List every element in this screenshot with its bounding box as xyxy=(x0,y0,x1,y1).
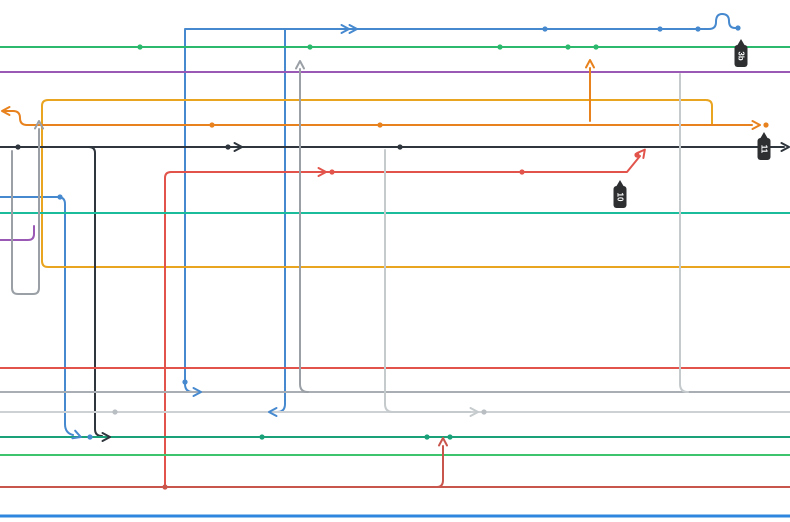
direction-arrow-icon xyxy=(340,24,350,34)
direction-arrow-icon xyxy=(34,120,44,130)
badge-label: 11 xyxy=(760,145,769,154)
station-dot xyxy=(763,122,769,128)
line-blue-drop-285 xyxy=(276,29,286,413)
direction-arrow-icon xyxy=(101,432,111,442)
station-dot xyxy=(87,434,93,440)
badge-pointer-icon xyxy=(616,180,624,186)
direction-arrow-icon xyxy=(192,387,202,397)
line-badge-10: 10 xyxy=(613,180,627,208)
station-dot xyxy=(182,379,188,385)
station-dot xyxy=(377,122,383,128)
station-dot xyxy=(542,26,548,32)
direction-arrow-icon xyxy=(751,120,761,130)
station-dot xyxy=(565,44,571,50)
station-dot xyxy=(657,26,663,32)
station-dot xyxy=(112,409,118,415)
direction-arrow-icon xyxy=(233,142,243,152)
direction-arrow-icon xyxy=(636,148,646,160)
station-dot xyxy=(695,26,701,32)
station-dot xyxy=(307,44,313,50)
station-dot xyxy=(225,144,231,150)
line-purple-stub xyxy=(0,225,35,241)
station-dot xyxy=(447,434,453,440)
line-red-up-443 xyxy=(436,445,444,488)
station-dot xyxy=(735,25,741,31)
badge-body xyxy=(734,45,748,67)
direction-arrow-icon xyxy=(348,24,358,34)
line-red-main xyxy=(164,155,641,488)
badge-label: 10 xyxy=(616,193,625,202)
direction-arrow-icon xyxy=(268,407,278,417)
line-blue-left-spur xyxy=(0,196,74,436)
station-dot xyxy=(137,44,143,50)
line-amber xyxy=(41,99,790,268)
station-dot xyxy=(634,152,640,158)
station-dot xyxy=(57,194,63,200)
line-blue-top xyxy=(184,13,737,30)
station-dot xyxy=(259,434,265,440)
station-dot xyxy=(209,122,215,128)
direction-arrow-icon xyxy=(469,407,479,417)
station-dot xyxy=(397,144,403,150)
station-dot xyxy=(329,169,335,175)
line-lightgrey-branch-385 xyxy=(384,149,471,413)
line-badge-3b: 3b xyxy=(734,39,748,67)
station-dot xyxy=(593,44,599,50)
line-grey-left-loop xyxy=(11,128,40,295)
line-lightgrey-drop-680 xyxy=(679,73,689,393)
direction-arrow-icon xyxy=(1,106,11,116)
badge-label: 3b xyxy=(737,51,746,60)
direction-arrow-icon xyxy=(585,59,595,69)
station-dot xyxy=(519,169,525,175)
line-grey-up-300 xyxy=(299,68,309,393)
badge-pointer-icon xyxy=(760,132,768,138)
station-dot xyxy=(497,44,503,50)
station-dot xyxy=(481,409,487,415)
badge-body xyxy=(613,186,627,208)
direction-arrow-icon xyxy=(71,429,82,440)
direction-arrow-icon xyxy=(295,60,305,70)
direction-arrow-icon xyxy=(438,437,448,447)
direction-arrow-icon xyxy=(317,167,327,177)
station-dot xyxy=(424,434,430,440)
line-badge-11: 11 xyxy=(757,132,771,160)
badge-pointer-icon xyxy=(737,39,745,45)
line-orange xyxy=(4,110,753,126)
station-dot xyxy=(162,484,168,490)
station-dot xyxy=(15,144,21,150)
direction-arrow-icon xyxy=(780,142,790,152)
badge-body xyxy=(757,138,771,160)
line-blue-drop-185 xyxy=(184,29,194,393)
line-black-drop xyxy=(88,146,103,437)
